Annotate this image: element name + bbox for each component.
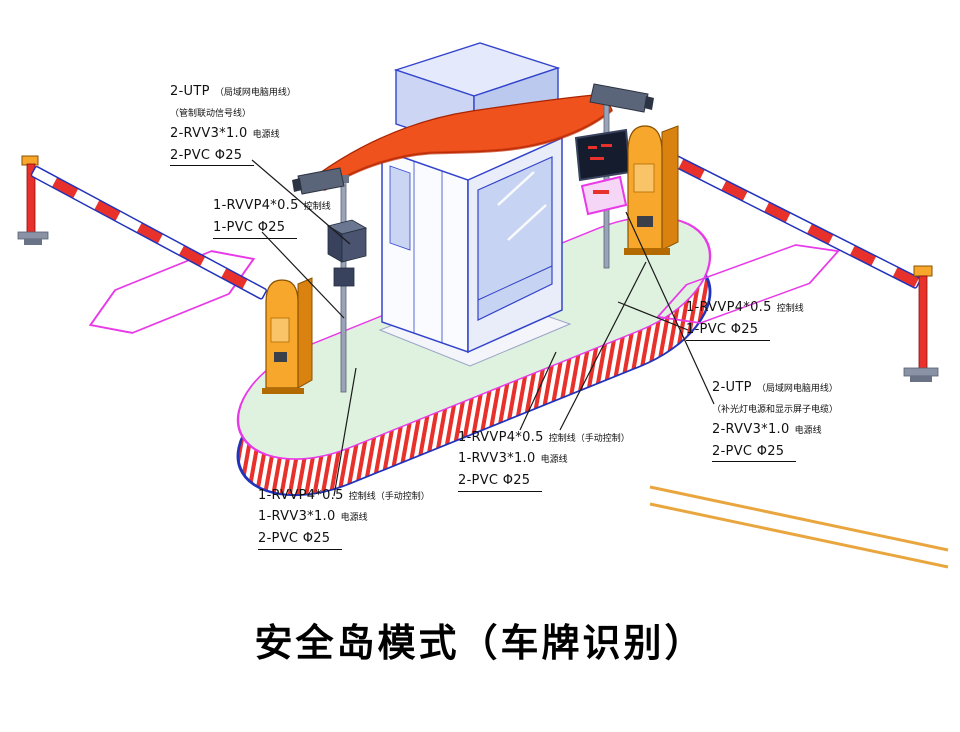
road-marking-lines <box>649 485 949 569</box>
card-reader-box <box>326 219 368 287</box>
booth-front-window <box>477 156 553 321</box>
right-camera-pole <box>574 83 654 269</box>
label-display-network: 2-UTP （局域网电脑用线） （补光灯电源和显示屏子电缆） 2-RVV3*1.… <box>712 376 838 463</box>
right-camera-icon <box>589 83 654 113</box>
lane-marking-right <box>656 244 840 324</box>
left-camera-icon <box>292 167 345 195</box>
diagram-title: 安全岛模式（车牌识别） <box>254 621 706 665</box>
booth-side-window <box>389 165 411 251</box>
label-island-control: 1-RVVP4*0.5 控制线 1-PVC Φ25 <box>686 296 804 341</box>
right-barrier-gate <box>624 125 679 255</box>
left-barrier-arm <box>30 165 267 300</box>
label-camera-control: 1-RVVP4*0.5 控制线 1-PVC Φ25 <box>213 194 331 239</box>
left-arm-support-pole <box>17 155 49 245</box>
left-camera-pole <box>292 167 368 393</box>
booth-canopy-roof <box>298 93 613 192</box>
label-right-barrier-cables: 1-RVVP4*0.5 控制线（手动控制） 1-RVV3*1.0 电源线 2-P… <box>458 426 630 492</box>
label-booth-network: 2-UTP （局域网电脑用线） （管制联动信号线） 2-RVV3*1.0 电源线… <box>170 80 296 167</box>
lane-marking-left <box>88 250 256 334</box>
led-screen <box>574 128 632 182</box>
right-arm-support-pole <box>903 265 939 382</box>
plate-display-panel <box>580 175 628 216</box>
guard-booth <box>381 136 563 354</box>
label-left-barrier-cables: 1-RVVP4*0.5 控制线（手动控制） 1-RVV3*1.0 电源线 2-P… <box>258 484 430 550</box>
leader-lines <box>251 159 715 497</box>
left-barrier-gate <box>262 277 313 394</box>
